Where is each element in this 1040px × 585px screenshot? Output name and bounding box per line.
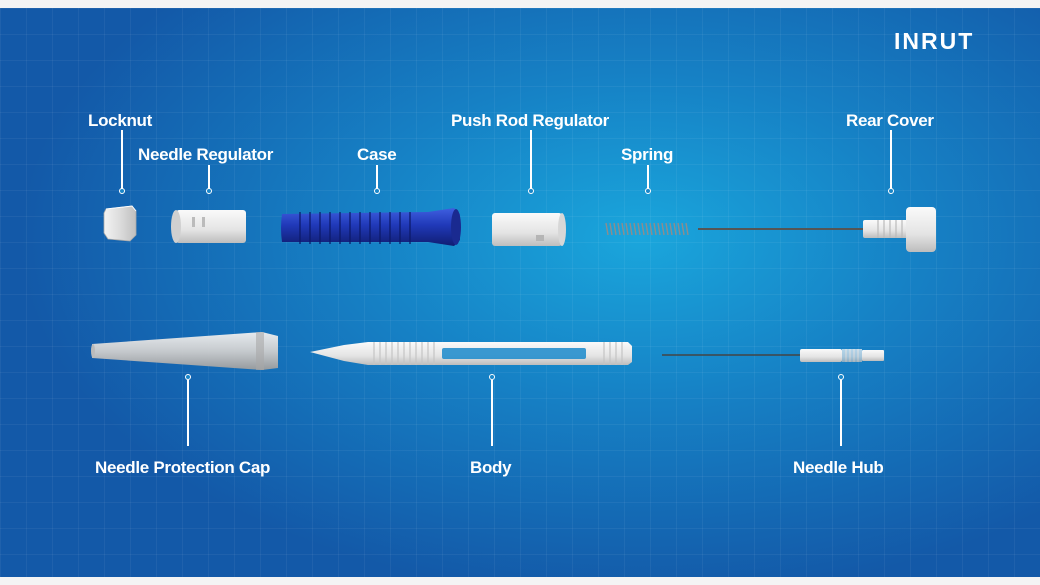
label-case: Case [357,145,397,164]
label-spring: Spring [621,145,674,164]
leader-line-case [376,165,378,190]
leader-line-spring [647,165,649,190]
diagram-canvas: INRUT Locknut Needle Regulator Case Push… [0,8,1040,577]
leader-line-needle-protection-cap [187,380,189,446]
needle-hub-part [662,349,884,362]
leader-line-body [491,380,493,446]
needle-regulator-part [171,210,246,243]
label-body: Body [470,458,512,477]
label-rear-cover: Rear Cover [846,111,934,130]
leader-dot-body [489,374,495,380]
leader-dot-push-rod-regulator [528,188,534,194]
leader-line-push-rod-regulator [530,130,532,190]
label-needle-protection-cap: Needle Protection Cap [95,458,271,477]
label-needle-hub: Needle Hub [793,458,884,477]
spring-part [605,222,689,236]
leader-line-rear-cover [890,130,892,190]
leader-dot-case [374,188,380,194]
leader-dot-needle-regulator [206,188,212,194]
label-push-rod-regulator: Push Rod Regulator [451,111,609,130]
leader-dot-needle-hub [838,374,844,380]
label-needle-regulator: Needle Regulator [138,145,274,164]
rear-cover-part [698,207,936,252]
locknut-part [103,205,137,242]
leader-line-needle-regulator [208,165,210,190]
label-locknut: Locknut [88,111,153,130]
leader-line-locknut [121,130,123,190]
needle-protection-cap-part [91,332,278,370]
case-part [281,208,461,246]
leader-dot-spring [645,188,651,194]
push-rod-regulator-part [492,213,566,246]
leader-dot-rear-cover [888,188,894,194]
body-part [310,342,632,365]
leader-dot-locknut [119,188,125,194]
brand-logo: INRUT [894,28,975,54]
leader-line-needle-hub [840,380,842,446]
leader-dot-needle-protection-cap [185,374,191,380]
